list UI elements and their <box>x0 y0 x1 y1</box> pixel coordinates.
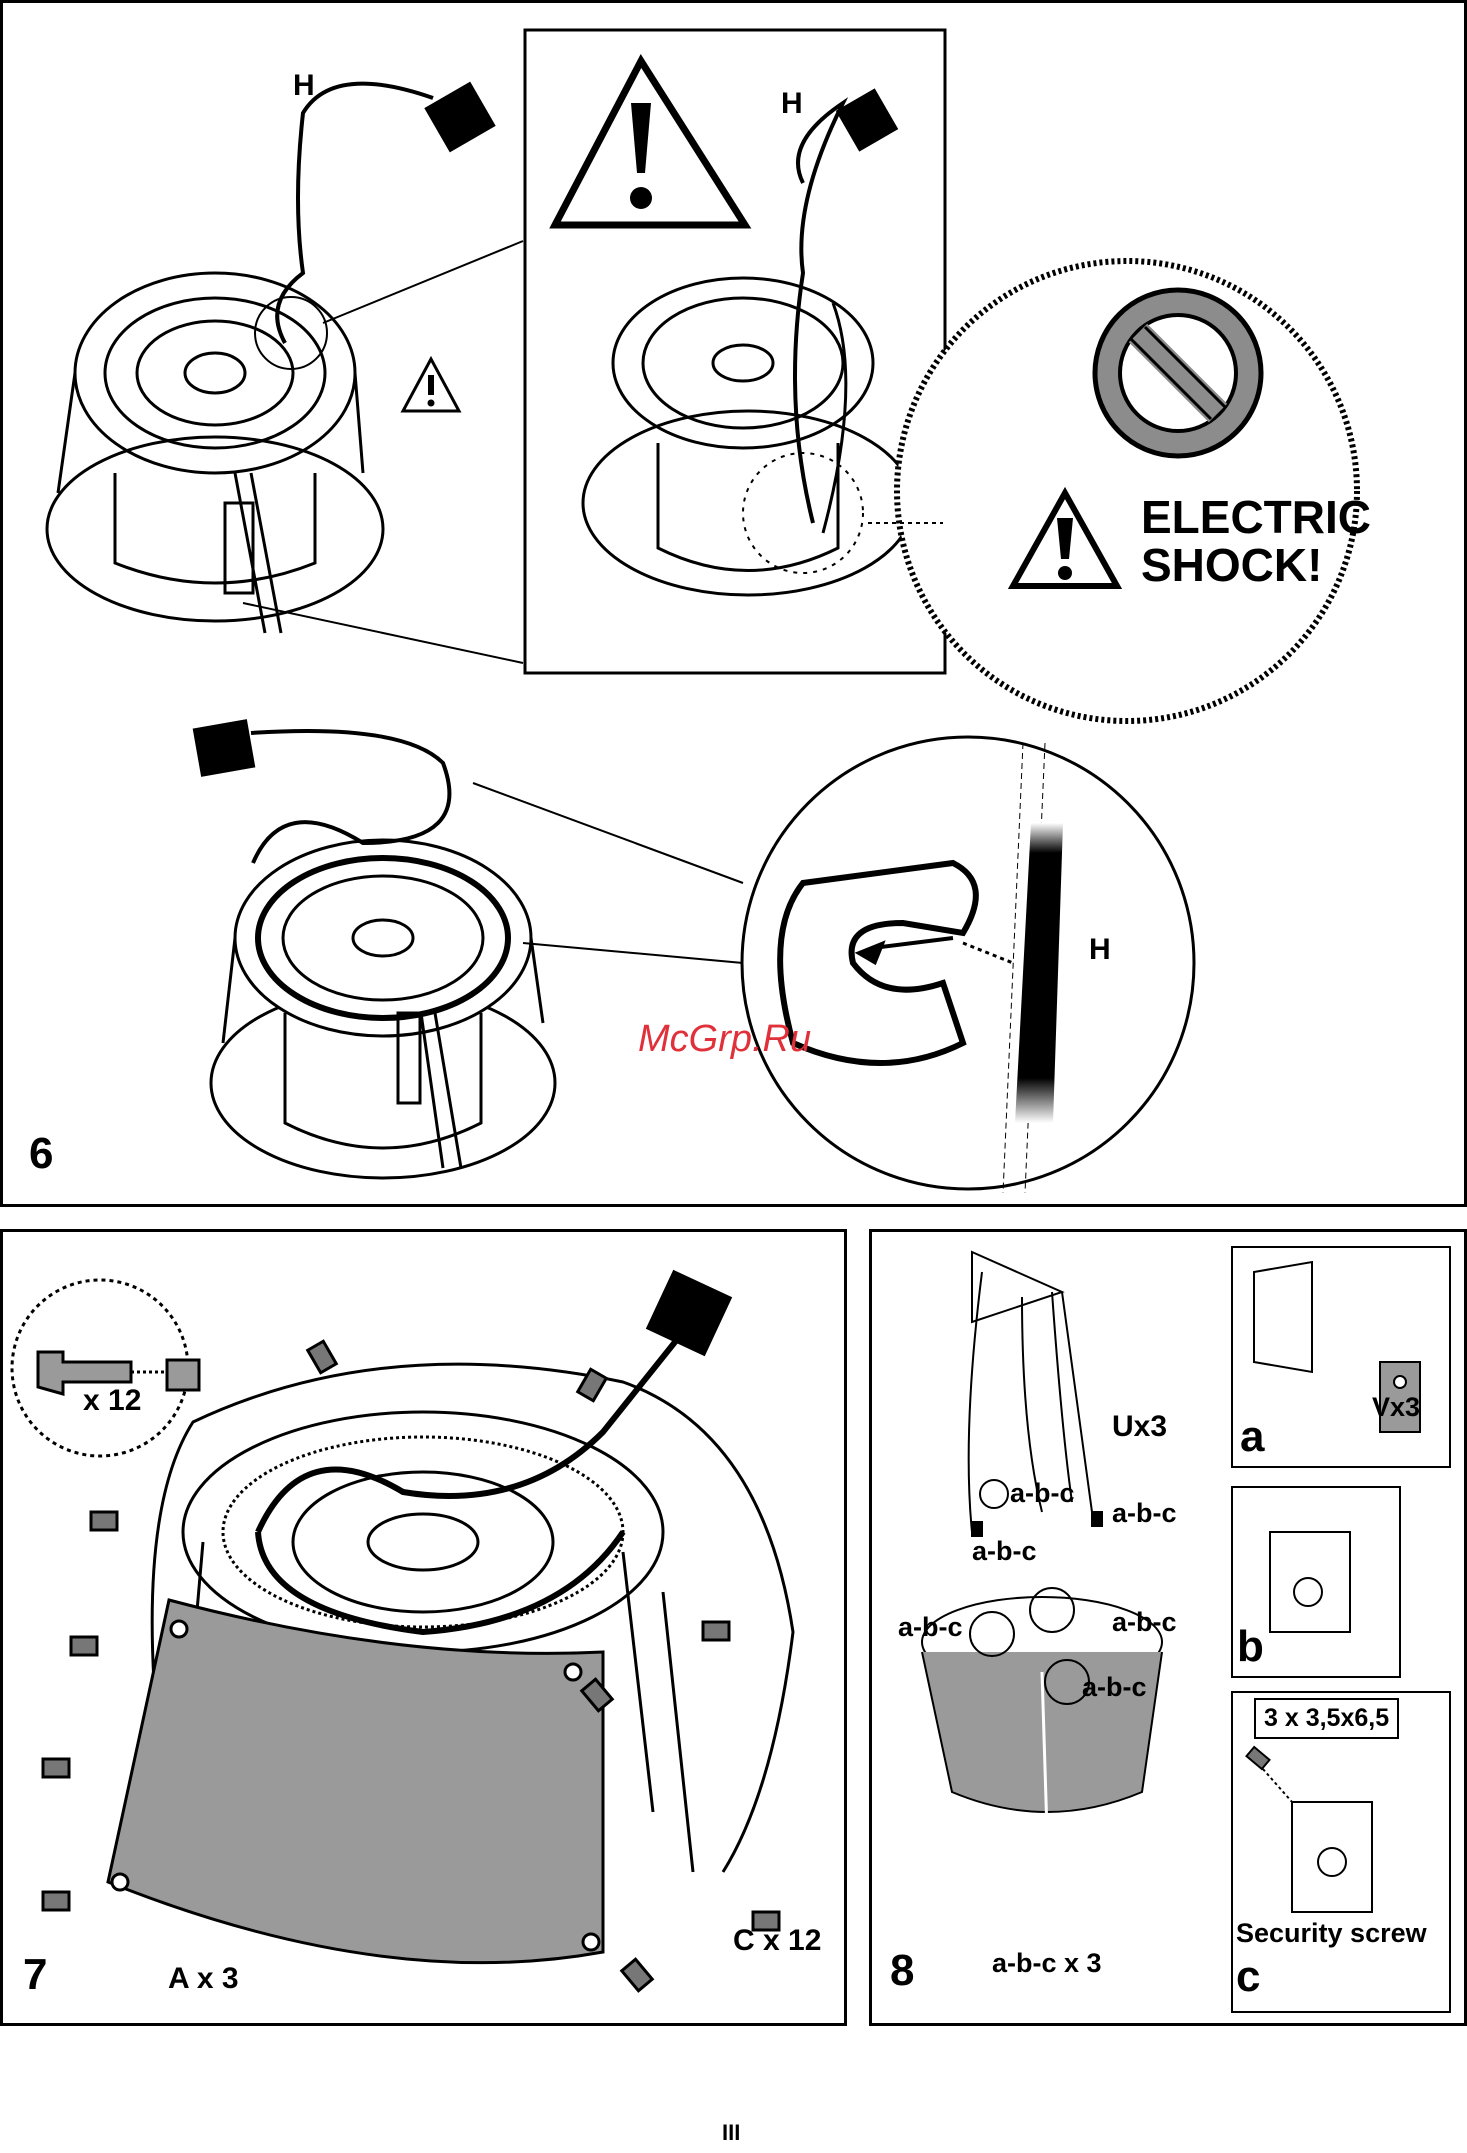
detail-cable-label-h: H <box>1089 933 1111 967</box>
sub-step-b: b <box>1237 1622 1264 1672</box>
step-8-panel: Ux3 a-b-c a-b-c a-b-c a-b-c a-b-c a-b-c … <box>869 1229 1467 2026</box>
step-7-illustration <box>3 1232 850 2029</box>
screw-count-label: x 12 <box>83 1384 141 1418</box>
step-7-panel: x 12 7 A x 3 C x 12 <box>0 1229 847 2026</box>
part-a-label: A x 3 <box>168 1962 239 1996</box>
step-number: 8 <box>890 1946 914 1996</box>
hanger-label: Ux3 <box>1112 1410 1167 1444</box>
inset-cable-label-h: H <box>781 87 803 121</box>
sub-step-a-label: Vx3 <box>1372 1392 1420 1423</box>
part-c-label: C x 12 <box>733 1924 821 1958</box>
step-number: 7 <box>23 1950 47 2000</box>
page-number: III <box>722 2120 740 2146</box>
abc-label-3: a-b-c <box>972 1536 1037 1567</box>
sub-step-a: a <box>1240 1412 1264 1462</box>
step-number: 6 <box>29 1129 53 1179</box>
cable-label-h: H <box>293 69 315 103</box>
warning-text-line2: SHOCK! <box>1141 541 1322 589</box>
abc-label-4: a-b-c <box>898 1612 963 1643</box>
screw-spec-label: 3 x 3,5x6,5 <box>1254 1698 1399 1739</box>
security-screw-label: Security screw <box>1236 1918 1427 1949</box>
abc-label-5: a-b-c <box>1112 1607 1177 1638</box>
watermark: McGrp.Ru <box>638 1018 811 1061</box>
warning-triangle-small-icon <box>403 359 459 411</box>
warning-text-line1: ELECTRIC <box>1141 493 1371 541</box>
abc-label-1: a-b-c <box>1010 1478 1075 1509</box>
sub-step-c: c <box>1236 1952 1260 2002</box>
abc-total-label: a-b-c x 3 <box>992 1948 1102 1979</box>
abc-label-2: a-b-c <box>1112 1498 1177 1529</box>
abc-label-6: a-b-c <box>1082 1672 1147 1703</box>
prohibition-sign-icon <box>1095 290 1261 456</box>
